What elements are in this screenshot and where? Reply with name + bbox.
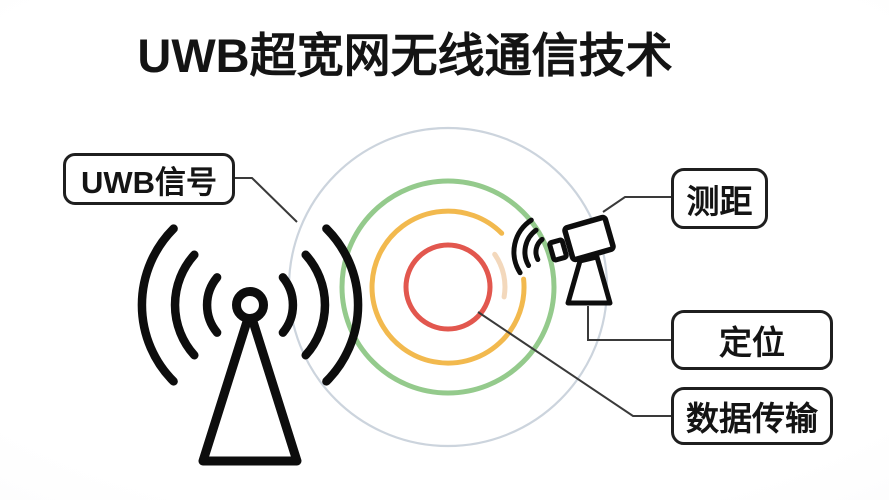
label-data-transmission-text: 数据传输 xyxy=(686,400,818,437)
tower-head xyxy=(232,287,268,323)
camera-lens xyxy=(547,237,569,263)
coverage-ring-green xyxy=(339,178,557,396)
coverage-ring-outer xyxy=(287,126,609,448)
connector-positioning xyxy=(587,306,671,341)
label-uwb-signal: UWB信号 xyxy=(63,153,235,205)
tower-signal-waves-icon xyxy=(137,224,363,386)
anchor-camera-icon xyxy=(511,214,616,306)
connector-ranging xyxy=(602,196,671,213)
connector-uwb-signal xyxy=(235,177,298,223)
camera-signal-waves-icon xyxy=(511,217,545,276)
connectors xyxy=(235,177,671,417)
tower-mast xyxy=(198,307,302,466)
label-positioning: 定位 xyxy=(671,310,833,370)
label-ranging: 测距 xyxy=(671,168,768,229)
connector-data-transmission xyxy=(477,311,671,417)
camera-body xyxy=(562,214,616,263)
label-data-transmission: 数据传输 xyxy=(671,387,833,445)
coverage-ring-orange xyxy=(369,208,527,366)
label-positioning-text: 定位 xyxy=(719,324,785,361)
coverage-ring-faded xyxy=(492,251,508,300)
coverage-ring-red xyxy=(403,242,493,332)
page-title: UWB超宽网无线通信技术 xyxy=(137,29,673,82)
label-ranging-text: 测距 xyxy=(686,182,753,220)
coverage-rings xyxy=(287,126,609,448)
antenna-tower-icon xyxy=(137,224,363,466)
camera-stand xyxy=(565,254,613,306)
label-uwb-signal-text: UWB信号 xyxy=(80,164,218,200)
